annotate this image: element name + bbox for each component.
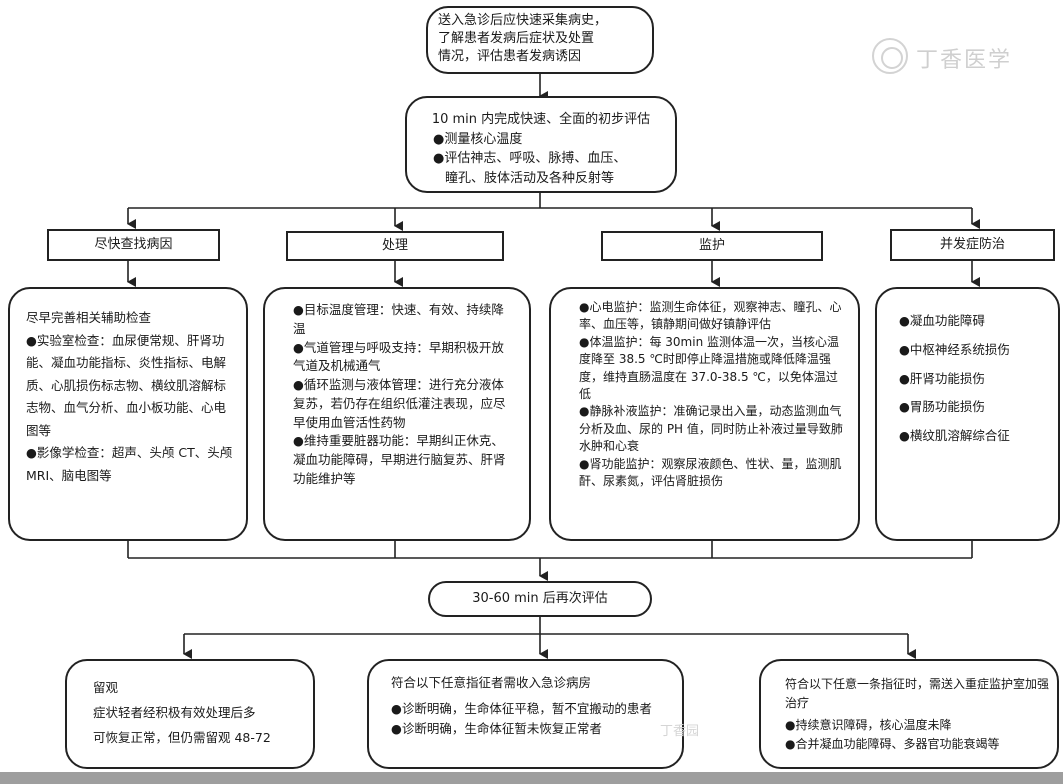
treat-item: ●气道管理与呼吸支持：早期积极开放气道及机械通气 xyxy=(293,339,504,374)
complication-item: ●中枢神经系统损伤 xyxy=(899,341,1010,357)
ward-item: ●诊断明确，生命体征平稳，暂不宜搬动的患者 xyxy=(391,701,652,716)
intake-line: 情况，评估患者发病诱因 xyxy=(438,49,582,65)
initial-item: ●测量核心温度 xyxy=(433,131,523,147)
observe-item: 可恢复正常，但仍需留观 48-72 xyxy=(93,730,271,745)
branch-monitor-label: 监护 xyxy=(698,237,725,253)
monitor-item: ●静脉补液监护：准确记录出入量，动态监测血气分析及血、尿的 PH 值，同时防止补… xyxy=(579,404,843,454)
cause-detail-box: 尽早完善相关辅助检查 ●实验室检查：血尿便常规、肝肾功能、凝血功能指标、炎性指标… xyxy=(8,287,248,541)
monitor-item: ●心电监护：监测生命体征，观察神志、瞳孔、心率、血压等，镇静期间做好镇静评估 xyxy=(579,300,842,332)
treat-item: ●维持重要脏器功能：早期纠正休克、凝血功能障碍，早期进行脑复苏、肝肾功能维护等 xyxy=(293,433,506,486)
complication-item: ●胃肠功能损伤 xyxy=(899,399,985,415)
branch-complication: 并发症防治 xyxy=(890,229,1055,261)
cause-item: ●实验室检查：血尿便常规、肝肾功能、凝血功能指标、炎性指标、电解质、心肌损伤标志… xyxy=(26,332,227,438)
bottom-bar xyxy=(0,772,1063,784)
icu-item: ●合并凝血功能障碍、多器官功能衰竭等 xyxy=(785,736,1000,751)
watermark-logo-icon xyxy=(872,38,908,74)
observe-item: 症状轻者经积极有效处理后多 xyxy=(93,705,256,720)
intake-box: 送入急诊后应快速采集病史， 了解患者发病后症状及处置 情况，评估患者发病诱因 xyxy=(426,6,654,74)
ward-box: 符合以下任意指征者需收入急诊病房 ●诊断明确，生命体征平稳，暂不宜搬动的患者 ●… xyxy=(367,659,684,769)
treat-item: ●目标温度管理：快速、有效、持续降温 xyxy=(293,302,504,336)
branch-cause-label: 尽快查找病因 xyxy=(94,236,173,252)
watermark-secondary: 丁香园 xyxy=(660,724,700,739)
cause-item: ●影像学检查：超声、头颅 CT、头颅 MRI、脑电图等 xyxy=(26,445,233,483)
observe-box: 留观 症状轻者经积极有效处理后多 可恢复正常，但仍需留观 48-72 xyxy=(65,659,315,769)
monitor-item: ●体温监护：每 30min 监测体温一次，当核心温度降至 38.5 ℃时即停止降… xyxy=(579,334,839,401)
complication-item: ●横纹肌溶解综合征 xyxy=(899,428,1010,443)
reassess-label: 30-60 min 后再次评估 xyxy=(472,590,608,606)
ward-item: 符合以下任意指征者需收入急诊病房 xyxy=(391,675,592,690)
initial-assessment-box: 10 min 内完成快速、全面的初步评估 ●测量核心温度 ●评估神志、呼吸、脉搏… xyxy=(405,96,677,193)
initial-assessment-title: 10 min 内完成快速、全面的初步评估 xyxy=(431,112,651,127)
branch-treat: 处理 xyxy=(286,231,504,261)
branch-cause: 尽快查找病因 xyxy=(47,229,220,261)
monitor-detail-box: ●心电监护：监测生命体征，观察神志、瞳孔、心率、血压等，镇静期间做好镇静评估 ●… xyxy=(549,287,860,541)
observe-item: 留观 xyxy=(93,680,119,695)
monitor-item: ●肾功能监护：观察尿液颜色、性状、量，监测肌酐、尿素氮，评估肾脏损伤 xyxy=(579,456,842,488)
intake-line: 送入急诊后应快速采集病史， xyxy=(438,13,608,28)
initial-item: ●评估神志、呼吸、脉搏、血压、 xyxy=(433,151,627,166)
ward-item: ●诊断明确，生命体征暂未恢复正常者 xyxy=(391,721,602,736)
complication-item: ●凝血功能障碍 xyxy=(899,313,985,328)
icu-item: 符合以下任意一条指征时，需送入重症监护室加强治疗 xyxy=(785,677,1050,710)
reassess-box: 30-60 min 后再次评估 xyxy=(428,581,652,617)
intake-line: 了解患者发病后症状及处置 xyxy=(438,31,595,47)
watermark-text: 丁香医学 xyxy=(916,48,1013,73)
icu-item: ●持续意识障碍，核心温度未降 xyxy=(785,718,952,733)
branch-treat-label: 处理 xyxy=(381,237,408,253)
treat-detail-box: ●目标温度管理：快速、有效、持续降温 ●气道管理与呼吸支持：早期积极开放气道及机… xyxy=(263,287,531,541)
complication-item: ●肝肾功能损伤 xyxy=(899,370,985,386)
branch-monitor: 监护 xyxy=(601,231,823,261)
treat-item: ●循环监测与液体管理：进行充分液体复苏，若仍存在组织低灌注表现，应尽早使用血管活… xyxy=(293,377,506,430)
complication-detail-box: ●凝血功能障碍 ●中枢神经系统损伤 ●肝肾功能损伤 ●胃肠功能损伤 ●横纹肌溶解… xyxy=(875,287,1060,541)
branch-complication-label: 并发症防治 xyxy=(939,236,1005,252)
initial-item: 瞳孔、肢体活动及各种反射等 xyxy=(445,170,615,186)
icu-box: 符合以下任意一条指征时，需送入重症监护室加强治疗 ●持续意识障碍，核心温度未降 … xyxy=(759,659,1059,769)
cause-item: 尽早完善相关辅助检查 xyxy=(26,310,152,325)
